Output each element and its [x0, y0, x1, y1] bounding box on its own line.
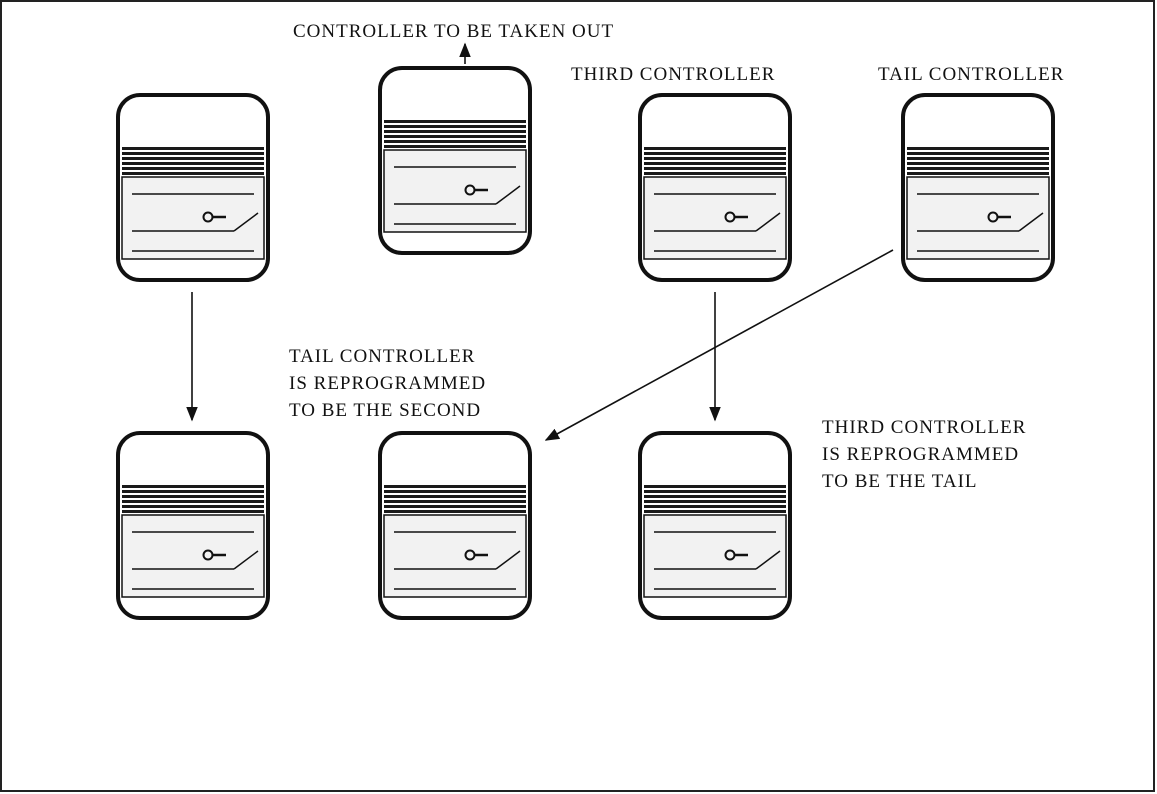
arrow-tail-to-second	[544, 249, 894, 441]
note-third-line-1: THIRD CONTROLLER	[822, 417, 1026, 438]
note-third-reprogrammed: THIRD CONTROLLER IS REPROGRAMMED TO BE T…	[822, 417, 1032, 492]
controller-top-first	[116, 93, 270, 282]
label-tail-controller: TAIL CONTROLLER	[878, 64, 1064, 85]
controller-top-removed	[378, 66, 532, 255]
controller-bottom-tail	[638, 431, 792, 620]
controller-top-tail	[901, 93, 1055, 282]
note-tail-reprogrammed: TAIL CONTROLLER IS REPROGRAMMED TO BE TH…	[289, 346, 492, 421]
controller-top-third	[638, 93, 792, 282]
note-tail-line-2: IS REPROGRAMMED	[289, 373, 486, 394]
label-third-controller: THIRD CONTROLLER	[571, 64, 775, 85]
label-controller-to-be-taken-out: CONTROLLER TO BE TAKEN OUT	[293, 21, 614, 42]
note-third-line-3: TO BE THE TAIL	[822, 471, 978, 492]
note-tail-line-3: TO BE THE SECOND	[289, 400, 481, 421]
note-third-line-2: IS REPROGRAMMED	[822, 444, 1019, 465]
controller-bottom-first	[116, 431, 270, 620]
controller-bottom-second	[378, 431, 532, 620]
note-tail-line-1: TAIL CONTROLLER	[289, 346, 475, 367]
